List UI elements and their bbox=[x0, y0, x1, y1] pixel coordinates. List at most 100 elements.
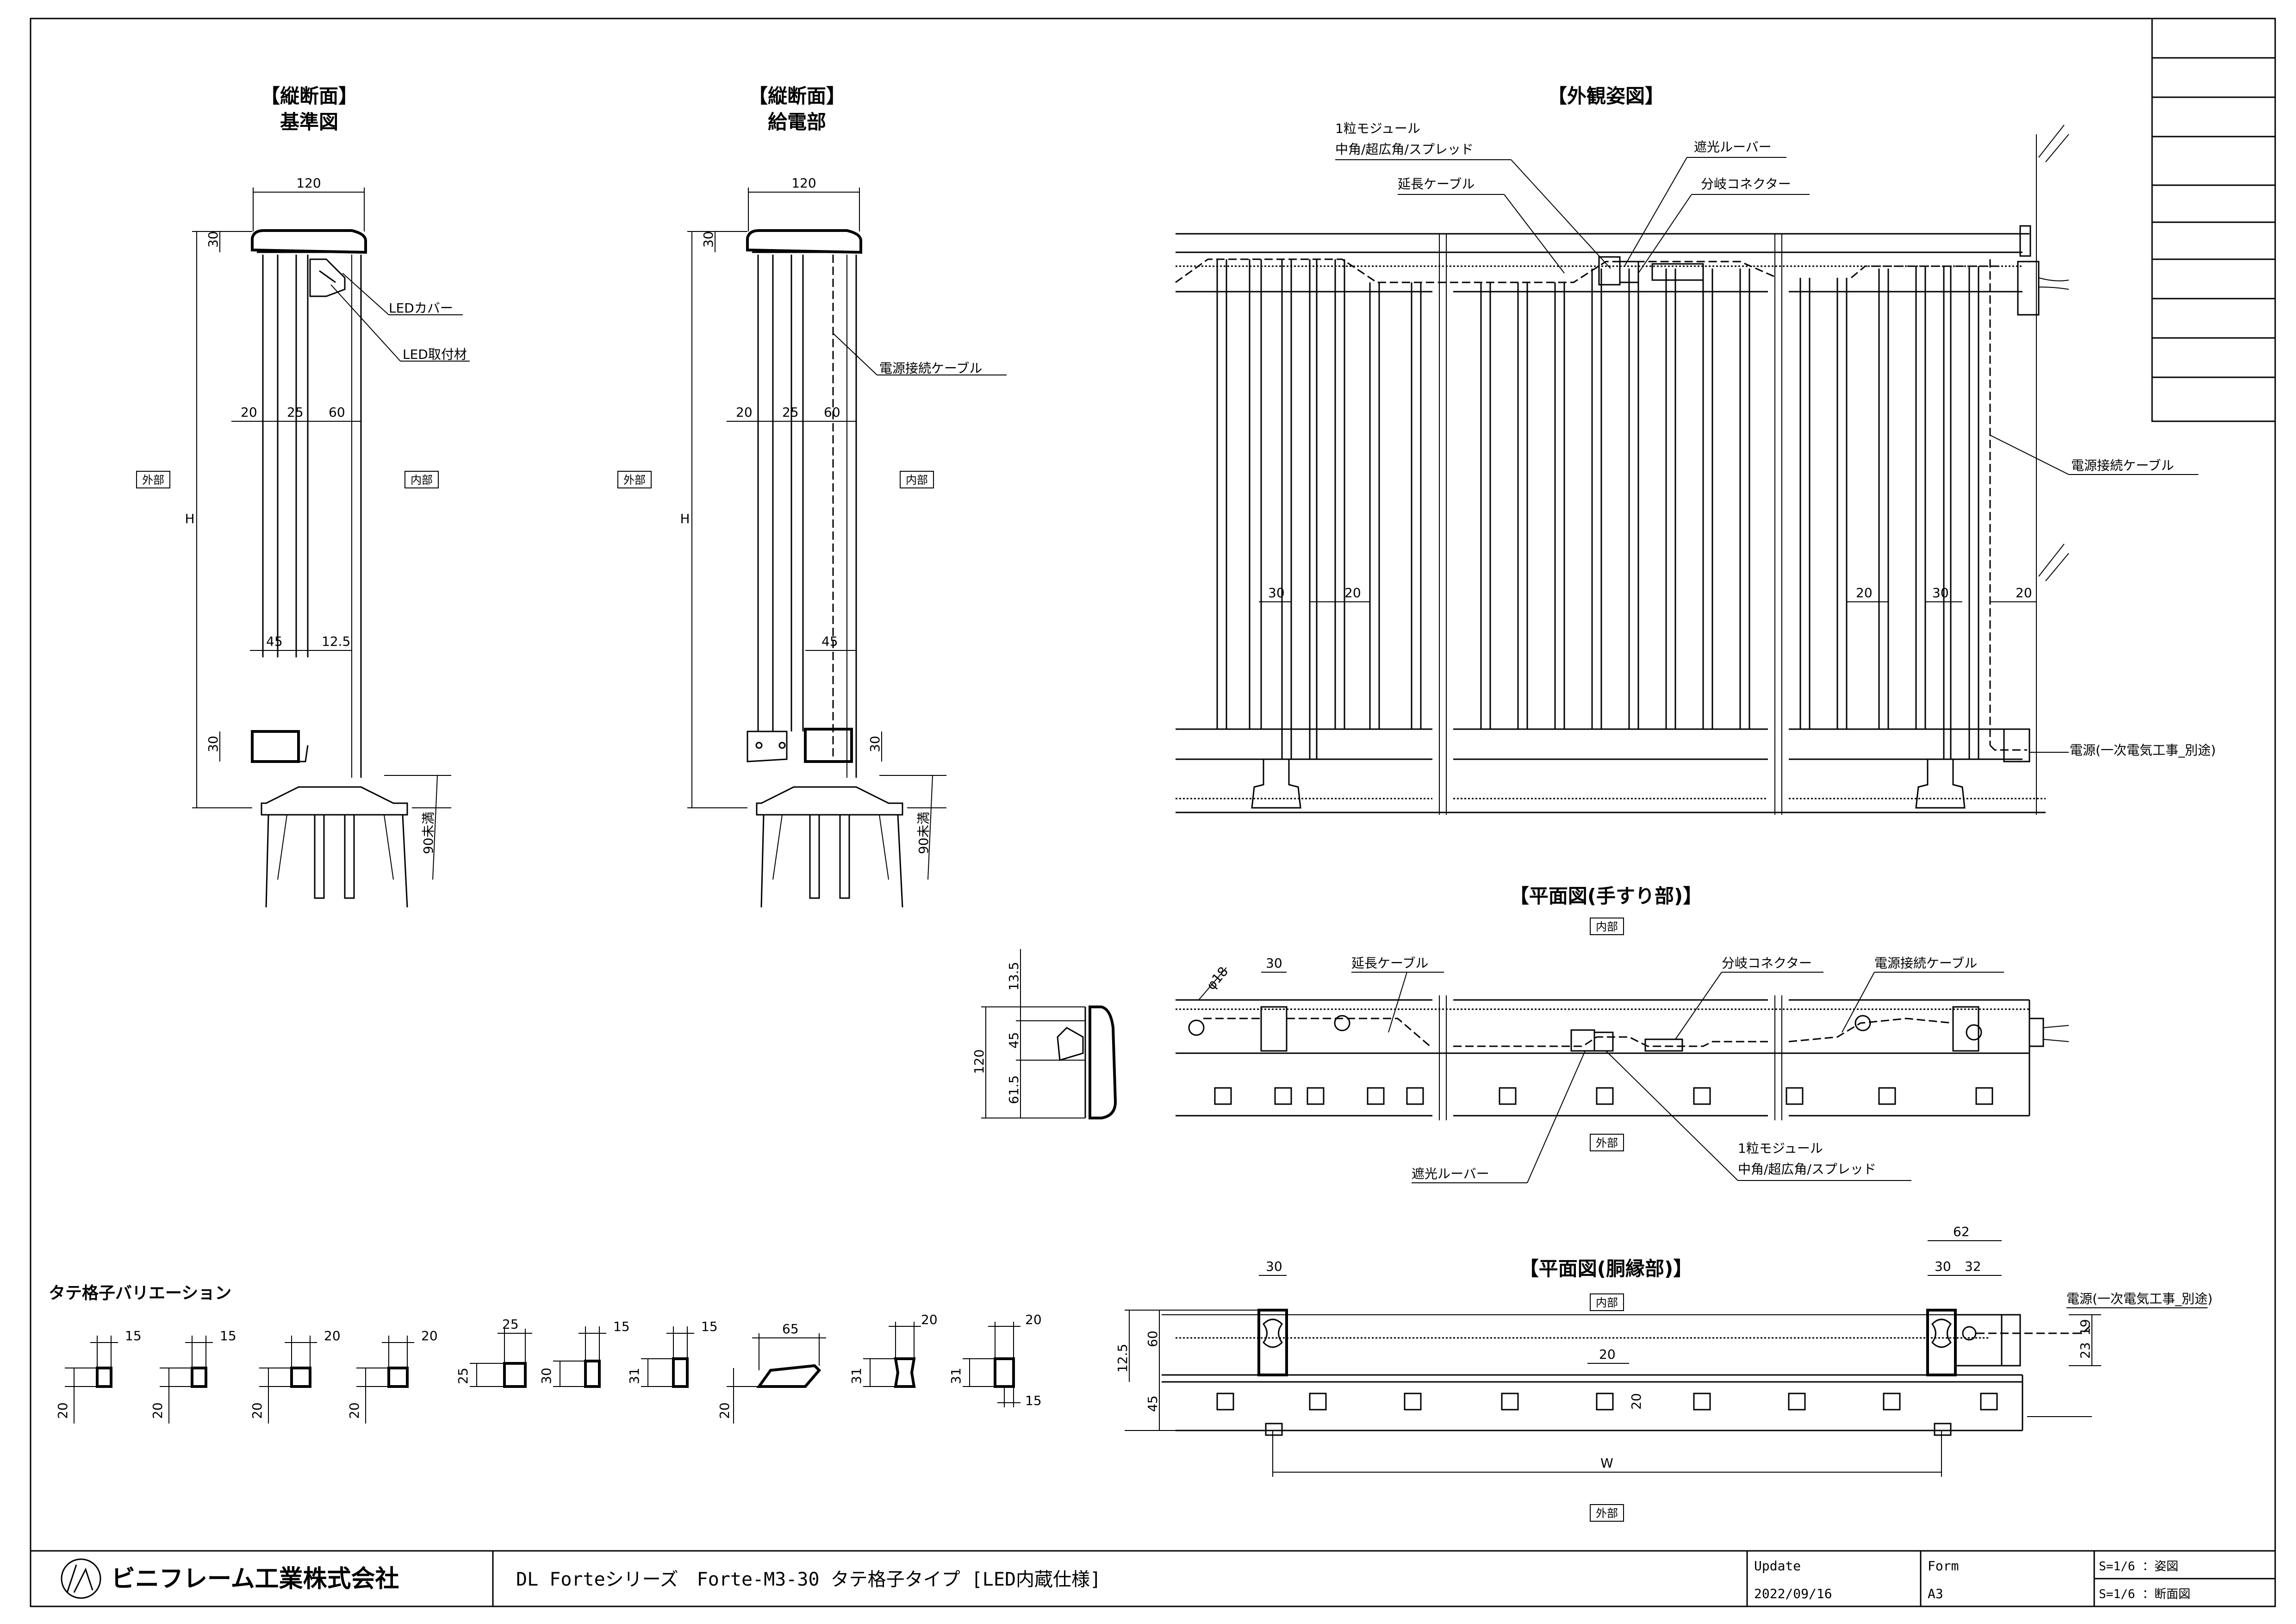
v2-dim-30-bottom: 30 bbox=[867, 736, 883, 752]
title-block: ビニフレーム工業株式会社 DL Forteシリーズ Forte-M3-30 タテ… bbox=[31, 1550, 2275, 1606]
app-dim-30-left: 30 bbox=[1268, 585, 1285, 600]
v1-dim-45: 45 bbox=[266, 634, 283, 649]
v2-inside-label: 内部 bbox=[906, 474, 928, 487]
v2-dim-60: 60 bbox=[824, 405, 840, 420]
var3-dim-20: 20 bbox=[324, 1328, 341, 1343]
form-value: A3 bbox=[1928, 1586, 1943, 1601]
section-plan-handrail: 【平面図(手すり部)】 内部 bbox=[1176, 885, 2069, 1183]
plan-base-dim-12-5: 12.5 bbox=[1115, 1344, 1130, 1373]
var1-dim-20: 20 bbox=[55, 1402, 70, 1419]
section-handrail-profile: 13.5 45 61.5 120 bbox=[971, 949, 1117, 1119]
plan-rail-ext-cable-label: 延長ケーブル bbox=[1351, 956, 1428, 971]
plan-base-outside-label: 外部 bbox=[1596, 1507, 1618, 1520]
app-shade-louver-label: 遮光ルーバー bbox=[1694, 139, 1772, 155]
v2-dim-20: 20 bbox=[736, 405, 753, 420]
var6-dim-30: 30 bbox=[539, 1368, 554, 1384]
profile-dim-45: 45 bbox=[1006, 1032, 1021, 1049]
app-module-label-1: 1粒モジュール bbox=[1335, 121, 1420, 136]
section-appearance: 【外観姿図】 bbox=[1175, 85, 2216, 815]
v1-outside-label: 外部 bbox=[142, 474, 164, 487]
plan-base-dim-60: 60 bbox=[1145, 1330, 1160, 1347]
app-ext-cable-label: 延長ケーブル bbox=[1398, 176, 1475, 192]
v2-dim-120: 120 bbox=[791, 175, 816, 191]
var8-dim-20: 20 bbox=[717, 1402, 732, 1419]
v2-dim-45: 45 bbox=[821, 634, 838, 649]
var10-dim-15: 15 bbox=[1025, 1393, 1042, 1408]
var7-dim-31: 31 bbox=[627, 1368, 642, 1384]
plan-base-dim-45: 45 bbox=[1145, 1395, 1160, 1412]
app-power-cable-label: 電源接続ケーブル bbox=[2071, 458, 2174, 473]
update-value: 2022/09/16 bbox=[1754, 1586, 1832, 1601]
plan-rail-module-2: 中角/超広角/スプレッド bbox=[1738, 1162, 1876, 1177]
plan-rail-title: 【平面図(手すり部)】 bbox=[1510, 885, 1702, 907]
v2-dim-30-top: 30 bbox=[701, 231, 716, 248]
app-module-label-2: 中角/超広角/スプレッド bbox=[1335, 142, 1474, 157]
v1-title-line1: 【縦断面】 bbox=[261, 85, 358, 107]
profile-dim-13-5: 13.5 bbox=[1006, 962, 1021, 991]
section-vertical-power: 【縦断面】 給電部 120 20 25 60 外部 内部 H 30 45 bbox=[617, 85, 1007, 908]
plan-rail-module-1: 1粒モジュール bbox=[1738, 1141, 1823, 1156]
profile-dim-61-5: 61.5 bbox=[1006, 1075, 1021, 1104]
var5-dim-25-v: 25 bbox=[455, 1368, 471, 1384]
scale-section: S=1/6 ：断面図 bbox=[2099, 1587, 2190, 1601]
v1-title-line2: 基準図 bbox=[280, 111, 338, 133]
plan-rail-dim-30: 30 bbox=[1266, 956, 1282, 971]
v1-led-mount bbox=[309, 258, 346, 297]
v1-bottom-rail bbox=[251, 730, 300, 763]
v1-inside-label: 内部 bbox=[411, 474, 433, 487]
app-dim-30-right: 30 bbox=[1932, 585, 1949, 600]
v1-dim-120: 120 bbox=[296, 175, 321, 191]
variation-title: タテ格子バリエーション bbox=[49, 1284, 231, 1303]
company-logo-icon bbox=[61, 1558, 101, 1599]
app-power-source-label: 電源(一次電気工事_別途) bbox=[2070, 743, 2216, 758]
profile-dim-120: 120 bbox=[971, 1049, 987, 1074]
var3-dim-20-v: 20 bbox=[249, 1402, 265, 1419]
appearance-title: 【外観姿図】 bbox=[1548, 85, 1664, 107]
v2-title-line1: 【縦断面】 bbox=[748, 85, 846, 107]
plan-base-dim-20-v: 20 bbox=[1629, 1393, 1644, 1410]
plan-rail-shade-label: 遮光ルーバー bbox=[1412, 1166, 1489, 1181]
v1-led-cover-label: LEDカバー bbox=[389, 300, 453, 316]
section-plan-base: 【平面図(胴縁部)】 内部 30 62 30 32 bbox=[1115, 1224, 2213, 1522]
var8-dim-65: 65 bbox=[782, 1321, 799, 1337]
v2-bottom-rail bbox=[804, 728, 853, 763]
plan-base-dim-62: 62 bbox=[1953, 1224, 1970, 1239]
plan-rail-phi18: φ18 bbox=[1203, 964, 1231, 993]
v2-outside-label: 外部 bbox=[623, 474, 646, 487]
plan-base-dim-W: W bbox=[1600, 1455, 1613, 1471]
plan-base-dim-30-right: 30 bbox=[1935, 1259, 1951, 1274]
v1-dim-20: 20 bbox=[241, 405, 257, 420]
plan-rail-branch-label: 分岐コネクター bbox=[1722, 956, 1812, 971]
v1-led-mount-label: LED取付材 bbox=[403, 347, 467, 362]
v1-dim-60: 60 bbox=[329, 405, 345, 420]
var2-dim-15: 15 bbox=[220, 1328, 236, 1343]
product-name: DL Forteシリーズ Forte-M3-30 タテ格子タイプ [LED内蔵仕… bbox=[516, 1569, 1101, 1590]
company-name: ビニフレーム工業株式会社 bbox=[111, 1565, 399, 1593]
v1-dim-25: 25 bbox=[287, 405, 304, 420]
section-vertical-standard: 【縦断面】 基準図 120 20 25 60 外部 内部 H bbox=[136, 85, 470, 908]
plan-base-dim-32: 32 bbox=[1965, 1259, 1981, 1274]
var10-dim-31: 31 bbox=[948, 1368, 964, 1384]
update-label: Update bbox=[1754, 1558, 1801, 1574]
v1-dim-30-top: 30 bbox=[205, 231, 221, 248]
scale-appearance: S=1/6 ：姿図 bbox=[2099, 1560, 2178, 1574]
revision-table bbox=[2151, 18, 2276, 422]
app-branch-connector-label: 分岐コネクター bbox=[1701, 176, 1791, 192]
app-dim-20-right1: 20 bbox=[1856, 585, 1873, 600]
v2-dim-25: 25 bbox=[782, 405, 799, 420]
v2-title-line2: 給電部 bbox=[768, 111, 826, 133]
var7-dim-15: 15 bbox=[701, 1319, 718, 1334]
app-dim-20-left: 20 bbox=[1344, 585, 1361, 600]
sheet-border bbox=[30, 18, 2276, 1607]
var5-dim-25-h: 25 bbox=[502, 1317, 519, 1332]
var6-dim-15: 15 bbox=[613, 1319, 630, 1334]
plan-base-dim-23: 23 bbox=[2078, 1342, 2093, 1359]
plan-base-power-source-label: 電源(一次電気工事_別途) bbox=[2066, 1291, 2213, 1306]
var9-dim-20: 20 bbox=[921, 1312, 938, 1327]
v2-height-H: H bbox=[680, 511, 690, 526]
plan-base-inside-label: 内部 bbox=[1596, 1296, 1618, 1309]
var1-dim-15: 15 bbox=[125, 1328, 142, 1343]
section-baluster-variation: タテ格子バリエーション 15 20 15 20 20 20 20 20 bbox=[49, 1284, 1042, 1424]
var10-dim-20: 20 bbox=[1025, 1312, 1042, 1327]
